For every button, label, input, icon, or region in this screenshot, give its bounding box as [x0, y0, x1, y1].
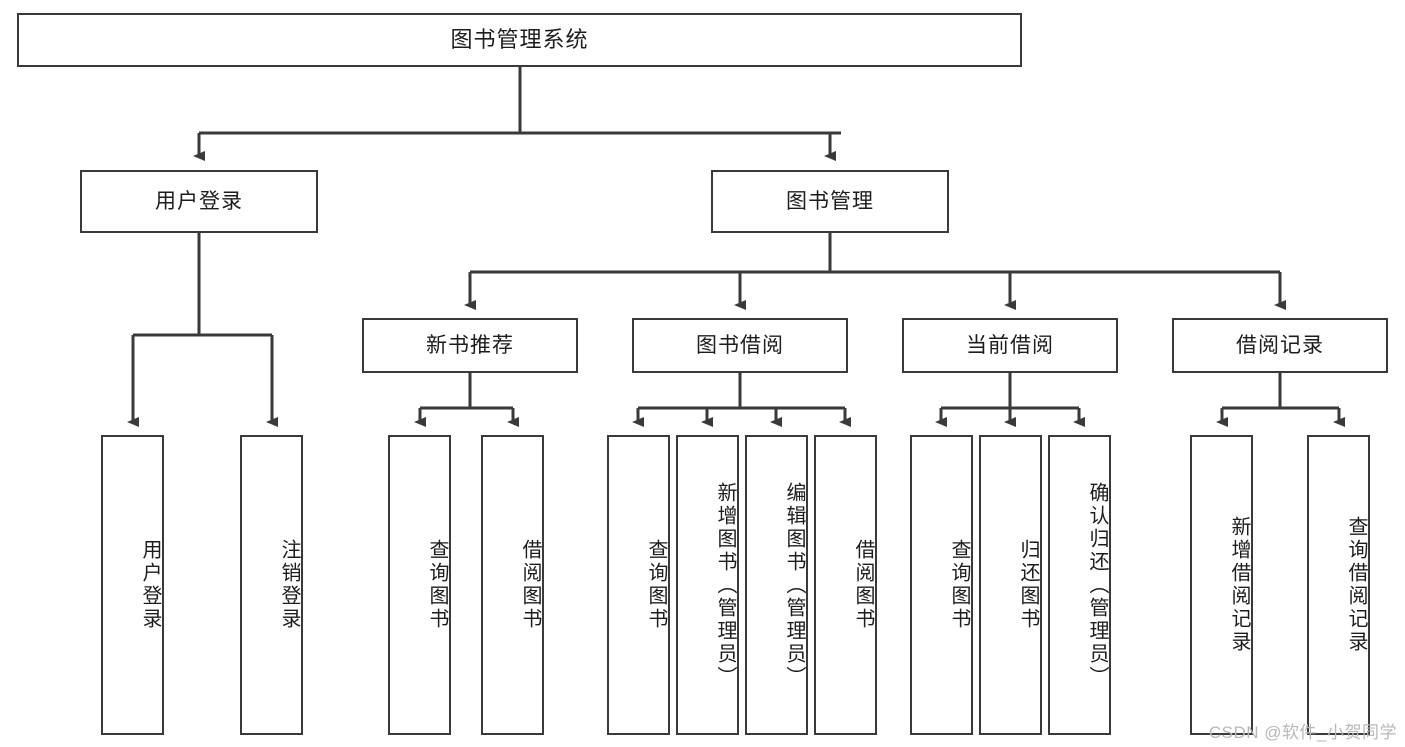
node-label: 确认归还（管理员） [1086, 481, 1108, 689]
node-label: 查询借阅记录 [1345, 516, 1367, 654]
leaf-user-logout[interactable]: 注销登录 [240, 435, 303, 735]
node-label: 借阅记录 [1236, 333, 1324, 357]
leaf-borrow-query-book[interactable]: 查询图书 [607, 435, 670, 735]
node-user-login[interactable]: 用户登录 [80, 170, 318, 233]
leaf-cur-return-book[interactable]: 归还图书 [979, 435, 1042, 735]
leaf-rec-query-book[interactable]: 查询图书 [388, 435, 451, 735]
csdn-watermark: CSDN @软件_小贺同学 [1208, 723, 1397, 742]
leaf-rec-borrow-book[interactable]: 借阅图书 [481, 435, 544, 735]
node-label: 新增图书（管理员） [714, 481, 736, 689]
node-label: 图书借阅 [696, 333, 784, 357]
node-label: 新增借阅记录 [1228, 516, 1250, 654]
node-label: 借阅图书 [519, 539, 541, 631]
node-label: 注销登录 [278, 539, 300, 631]
node-root-system[interactable]: 图书管理系统 [17, 13, 1022, 67]
node-label: 借阅图书 [852, 539, 874, 631]
leaf-cur-query-book[interactable]: 查询图书 [910, 435, 973, 735]
node-label: 编辑图书（管理员） [783, 481, 805, 689]
node-label: 图书管理 [786, 189, 874, 213]
leaf-borrow-lend-book[interactable]: 借阅图书 [814, 435, 877, 735]
node-label: 查询图书 [426, 539, 448, 631]
leaf-rec-add-record[interactable]: 新增借阅记录 [1190, 435, 1253, 735]
leaf-user-login[interactable]: 用户登录 [101, 435, 164, 735]
node-current-borrow[interactable]: 当前借阅 [902, 318, 1118, 373]
node-label: 当前借阅 [966, 333, 1054, 357]
node-label: 查询图书 [948, 539, 970, 631]
node-label: 图书管理系统 [450, 26, 589, 52]
leaf-rec-query-record[interactable]: 查询借阅记录 [1307, 435, 1370, 735]
node-label: 查询图书 [645, 539, 667, 631]
leaf-borrow-add-book[interactable]: 新增图书（管理员） [676, 435, 739, 735]
leaf-borrow-edit-book[interactable]: 编辑图书（管理员） [745, 435, 808, 735]
node-label: 新书推荐 [426, 333, 514, 357]
node-borrow-record[interactable]: 借阅记录 [1172, 318, 1388, 373]
node-new-book-recommend[interactable]: 新书推荐 [362, 318, 578, 373]
node-label: 用户登录 [155, 189, 243, 213]
node-label: 用户登录 [139, 539, 161, 631]
node-book-borrow[interactable]: 图书借阅 [632, 318, 848, 373]
node-book-manage[interactable]: 图书管理 [711, 170, 949, 233]
leaf-cur-confirm-return[interactable]: 确认归还（管理员） [1048, 435, 1111, 735]
node-label: 归还图书 [1017, 539, 1039, 631]
